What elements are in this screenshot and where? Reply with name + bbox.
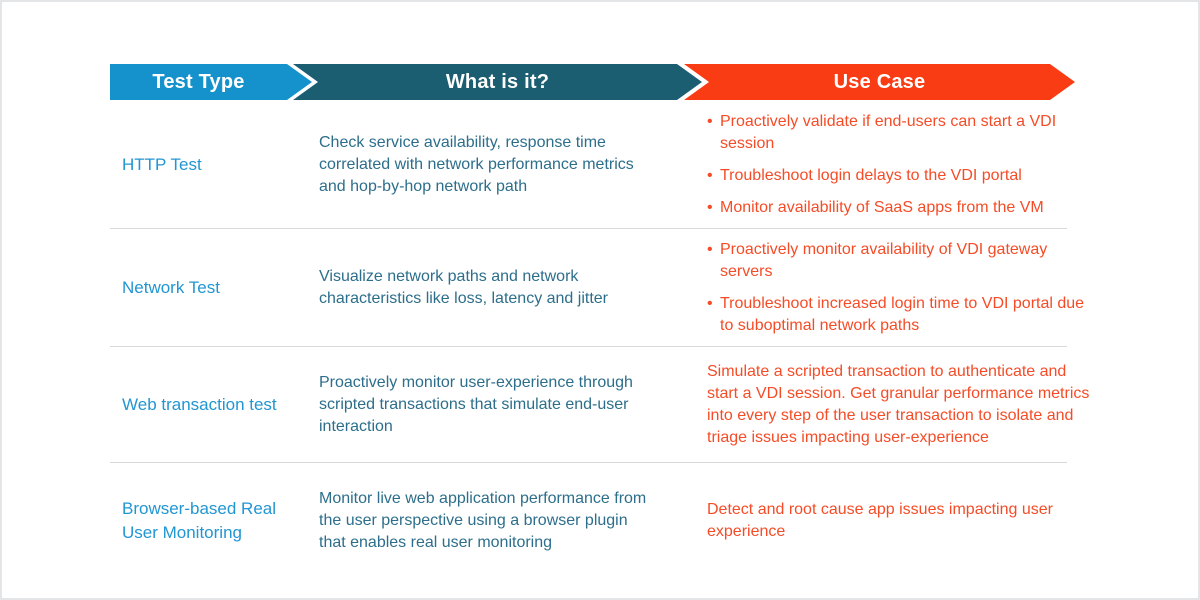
use-case-item: Proactively monitor availability of VDI …: [707, 239, 1092, 283]
header-label-what-is-it: What is it?: [445, 70, 550, 93]
test-type-label: Browser-based Real User Monitoring: [122, 499, 277, 542]
table-row: Network Test Visualize network paths and…: [110, 229, 1094, 347]
use-case-item: Proactively validate if end-users can st…: [707, 111, 1092, 155]
use-case-item: Troubleshoot increased login time to VDI…: [707, 293, 1092, 337]
table-header-band: Test Type What is it? Use Case: [2, 64, 1200, 100]
use-case-item: Troubleshoot login delays to the VDI por…: [707, 165, 1092, 187]
table-row: HTTP Test Check service availability, re…: [110, 100, 1094, 229]
use-case-item: Monitor availability of SaaS apps from t…: [707, 197, 1092, 219]
test-type-label: HTTP Test: [122, 154, 202, 174]
header-segment-test-type: Test Type: [110, 64, 312, 100]
use-case-list: Proactively monitor availability of VDI …: [707, 239, 1092, 337]
use-case-paragraph: Detect and root cause app issues impacti…: [707, 501, 1053, 540]
use-case-paragraph: Simulate a scripted transaction to authe…: [707, 363, 1090, 446]
table-row: Web transaction test Proactively monitor…: [110, 347, 1094, 463]
table-row: Browser-based Real User Monitoring Monit…: [110, 463, 1094, 579]
test-type-label: Web transaction test: [122, 395, 277, 414]
test-comparison-table: HTTP Test Check service availability, re…: [110, 100, 1094, 579]
use-case-cell: Proactively validate if end-users can st…: [707, 101, 1094, 229]
use-case-cell: Detect and root cause app issues impacti…: [707, 499, 1094, 543]
test-type-label: Network Test: [122, 278, 220, 297]
header-label-test-type: Test Type: [152, 70, 245, 93]
test-description: Visualize network paths and network char…: [319, 268, 608, 307]
test-description: Check service availability, response tim…: [319, 133, 634, 195]
use-case-cell: Simulate a scripted transaction to authe…: [707, 361, 1094, 449]
use-case-list: Proactively validate if end-users can st…: [707, 111, 1092, 219]
header-segment-use-case: Use Case: [684, 64, 1075, 100]
use-case-cell: Proactively monitor availability of VDI …: [707, 229, 1094, 347]
header-segment-what-is-it: What is it?: [293, 64, 702, 100]
test-description: Proactively monitor user-experience thro…: [319, 374, 633, 435]
header-label-use-case: Use Case: [833, 70, 926, 93]
test-description: Monitor live web application performance…: [319, 490, 647, 551]
